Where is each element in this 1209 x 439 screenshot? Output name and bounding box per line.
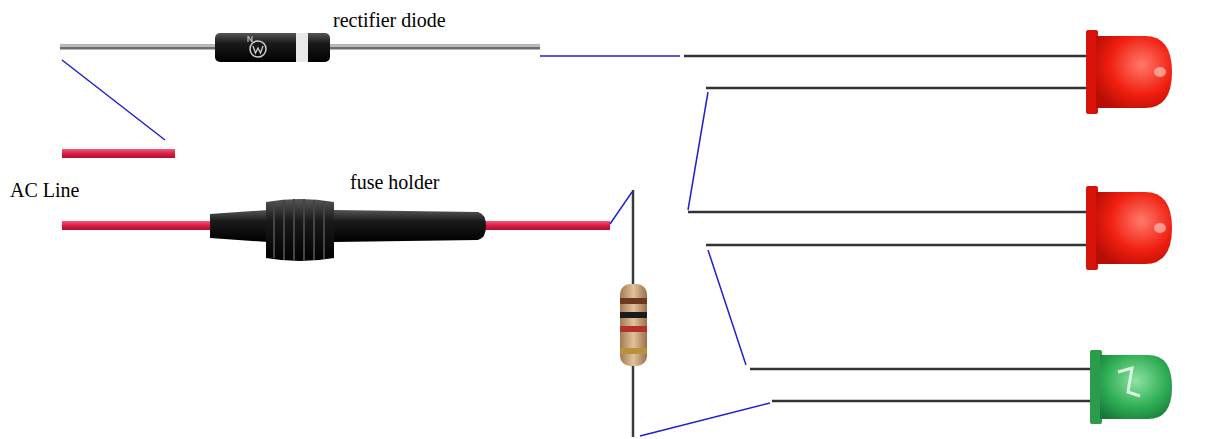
- ac-wire: [62, 149, 175, 158]
- fuse-holder: [210, 199, 486, 261]
- part-label: AC Line: [10, 178, 79, 202]
- led-lead: [684, 56, 1095, 401]
- diode-body: [215, 33, 330, 62]
- red-led: [1086, 30, 1172, 114]
- part-label: rectifier diode: [333, 8, 446, 32]
- jumper-wire: [62, 56, 770, 436]
- part-label: fuse holder: [350, 170, 439, 194]
- green-led: [1090, 350, 1172, 424]
- red-led: [1086, 186, 1172, 270]
- resistor-symbol: [620, 190, 647, 437]
